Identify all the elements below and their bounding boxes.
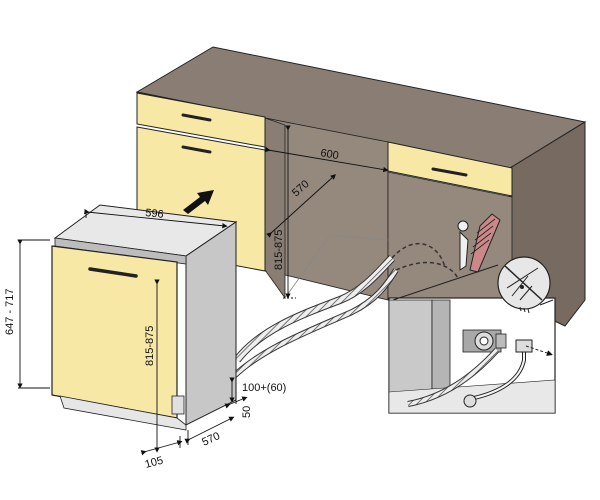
cabinet-dimensions — [264, 125, 389, 299]
connection-detail-inset — [388, 297, 556, 414]
cabinet-left-side-panel — [264, 117, 286, 300]
detail-nut — [463, 394, 477, 408]
appliance-niche-height-label: 815-875 — [144, 326, 156, 366]
appliance-height-label: 647 - 717 — [4, 289, 16, 335]
right-drawer-handle — [431, 167, 468, 177]
plinth-height-label: 100+(60) — [242, 382, 286, 394]
left-door-handle — [181, 145, 212, 154]
plinth-depth-label: 50 — [241, 406, 253, 418]
dishwasher-dimensions — [17, 209, 248, 456]
pump-connector — [462, 329, 507, 353]
water-tap — [459, 230, 469, 271]
cable-dashed-1 — [391, 242, 446, 269]
cabinet-height-label: 815-875 — [273, 230, 285, 270]
toe-kick-offset-label: 105 — [144, 455, 165, 471]
appliance-depth-label: 570 — [200, 430, 222, 449]
cable-dashed-2 — [395, 261, 459, 279]
dishwasher-foot — [171, 395, 185, 415]
dishwasher: ▬▬▬▬ ▬▬▬ — [51, 204, 238, 431]
insertion-arrow — [183, 190, 214, 214]
control-strip — [54, 237, 187, 265]
hoses — [229, 242, 459, 381]
left-drawer-handle — [181, 113, 212, 122]
appliance-width-label: 596 — [145, 207, 165, 221]
dishwasher-side — [185, 221, 237, 426]
cabinet-width-label: 600 — [319, 147, 339, 162]
magnifier-detail — [392, 256, 554, 314]
wall-connectors — [457, 213, 501, 273]
dishwasher-handle — [88, 267, 138, 278]
